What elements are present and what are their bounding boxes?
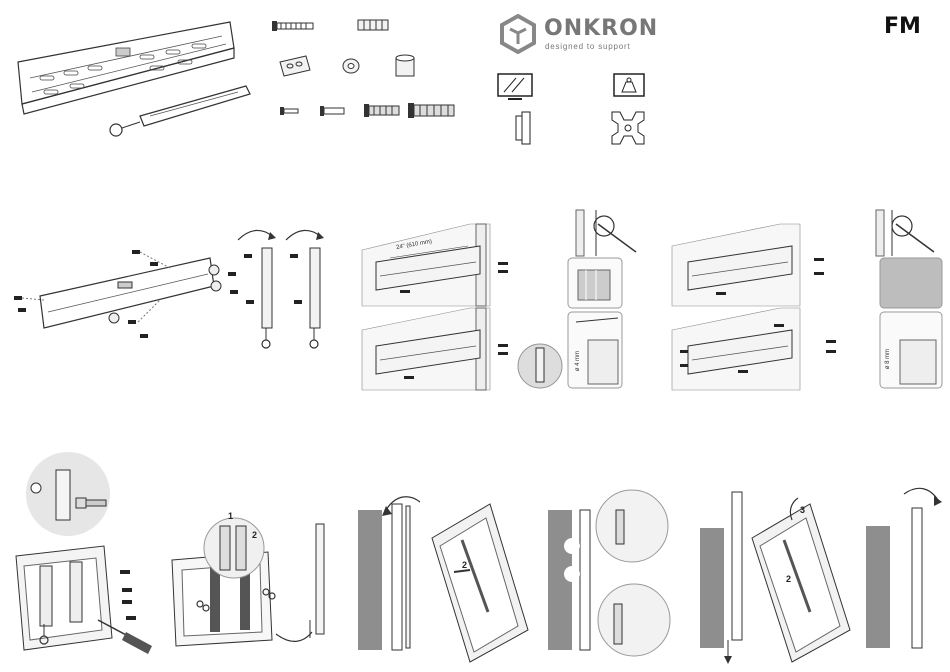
step-number-2a: 2 xyxy=(252,530,257,540)
m8-bolt-icon xyxy=(408,103,454,118)
wood-screw-icon xyxy=(272,21,313,31)
wall-mount-scene-b xyxy=(672,224,836,390)
anchor-closeup xyxy=(518,344,562,388)
side-profile-icon xyxy=(516,112,530,144)
remove-tv-step xyxy=(700,492,850,664)
m6-bolt-icon xyxy=(364,104,399,117)
step-number-2b: 2 xyxy=(462,560,467,570)
hardware-kit xyxy=(272,20,454,118)
m5-bolt-icon xyxy=(320,106,344,116)
washer-icon xyxy=(343,59,359,73)
tv-back-assembly xyxy=(16,452,152,654)
hang-tv-step-2 xyxy=(548,490,670,656)
string-cut-diagram xyxy=(172,518,324,646)
vesa-pattern-icon xyxy=(612,112,644,144)
spacer-cylinder-icon xyxy=(396,55,414,76)
wall-mount-scene-a xyxy=(362,224,508,390)
drill-diameter-label: ø 8 mm xyxy=(885,349,891,369)
hang-tv-step-1 xyxy=(358,497,528,662)
spacer-plate-icon xyxy=(280,56,310,76)
m4-bolt-icon xyxy=(280,107,298,115)
wall-anchor-icon xyxy=(358,20,388,30)
wall-plate-part xyxy=(18,22,234,114)
plate-assembly-diagram xyxy=(14,250,238,338)
step-number-3: 3 xyxy=(800,505,805,515)
step-number-2c: 2 xyxy=(786,574,791,584)
final-mounted-tv xyxy=(866,488,942,648)
flat-screen-tv-icon xyxy=(498,74,532,99)
vertical-brackets-diagram xyxy=(238,230,324,348)
tv-bracket-part xyxy=(110,86,250,136)
step-number-1: 1 xyxy=(228,511,233,521)
anchor-diameter-label: ø 4 mm xyxy=(575,351,581,371)
weight-limit-icon xyxy=(614,74,644,96)
